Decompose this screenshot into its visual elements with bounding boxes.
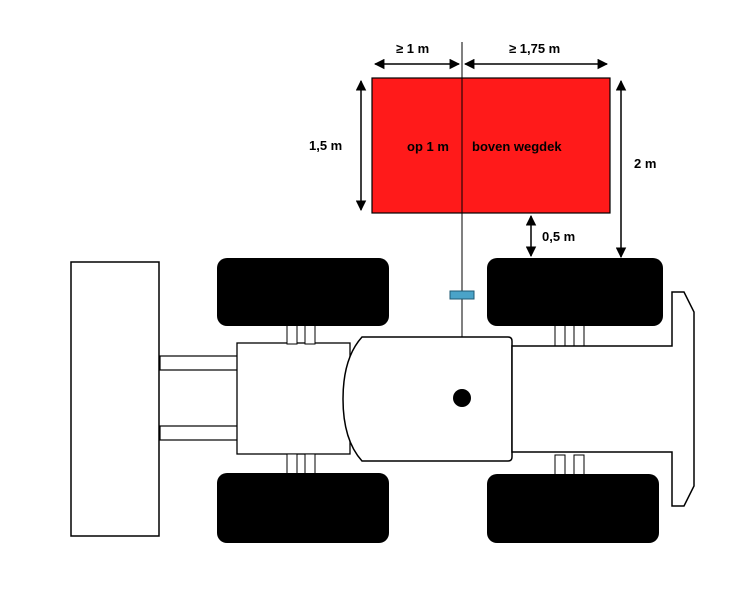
label-height: 1,5 m — [309, 138, 342, 153]
rear-section — [511, 291, 695, 507]
tire-front-left — [217, 258, 389, 326]
rear-axle-stub-bottom-right — [573, 454, 585, 478]
front-implement — [70, 261, 160, 537]
front-axle-housing — [236, 342, 351, 455]
front-axle-stub-top-left — [286, 323, 298, 345]
rear-axle-stub-top-left — [554, 323, 566, 347]
front-axle-stub-bottom-left — [286, 453, 298, 475]
label-total-height: 2 m — [634, 156, 656, 171]
zone-label-left: op 1 m — [407, 139, 449, 154]
tire-front-right — [217, 473, 389, 543]
front-axle-stub-top-right — [304, 323, 316, 345]
tire-rear-right — [487, 474, 659, 543]
visibility-zone — [371, 77, 611, 214]
tire-rear-left — [487, 258, 663, 326]
label-gap: 0,5 m — [542, 229, 575, 244]
driver-position-dot — [453, 389, 471, 407]
sensor-marker — [449, 290, 475, 300]
rear-axle-stub-top-right — [573, 323, 585, 347]
front-axle-stub-bottom-right — [304, 453, 316, 475]
label-width-right: ≥ 1,75 m — [509, 41, 560, 56]
rear-axle-stub-bottom-left — [554, 454, 566, 478]
label-width-left: ≥ 1 m — [396, 41, 429, 56]
zone-label-right: boven wegdek — [472, 139, 562, 154]
tractor-body — [342, 336, 513, 462]
